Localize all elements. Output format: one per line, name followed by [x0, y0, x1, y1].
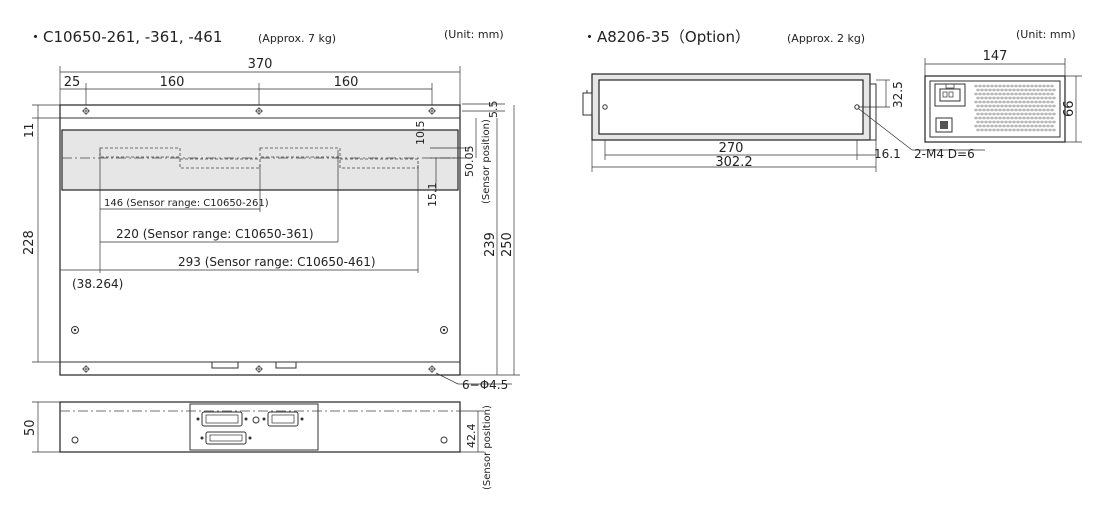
dim-50-05: 50.05 — [463, 146, 476, 178]
dim-11: 11 — [22, 123, 36, 138]
power-switch — [935, 117, 953, 133]
range-261: 146 (Sensor range: C10650-261) — [104, 198, 269, 209]
psu-plug — [582, 92, 593, 116]
psu-front-dims: 147 66 — [924, 49, 1082, 143]
left-dimensions: 11 228 — [22, 104, 60, 363]
right-title: ・A8206-35（Option） — [582, 28, 750, 46]
dim-302-2: 302.2 — [715, 155, 752, 170]
psu-side-view — [582, 73, 877, 141]
left-weight: (Approx. 7 kg) — [258, 32, 336, 45]
mount-holes-bottom — [82, 365, 436, 373]
dim-32-5: 32.5 — [891, 81, 905, 108]
screw-left — [71, 326, 79, 334]
top-view — [59, 104, 461, 376]
holes-callout: 6−Φ4.5 — [435, 372, 512, 392]
dim-66: 66 — [1062, 100, 1077, 117]
dim-side-50: 50 — [23, 419, 38, 436]
sensor-range-dims: 146 (Sensor range: C10650-261) 220 (Sens… — [60, 150, 419, 291]
vent-pattern — [974, 84, 1056, 132]
connector-panel — [189, 403, 319, 451]
side-view — [59, 401, 461, 453]
dim-10-5: 10.5 — [414, 121, 427, 146]
side-sensor-position-label: (Sensor position) — [482, 405, 493, 490]
dim-239: 239 — [483, 232, 498, 257]
dim-370: 370 — [248, 57, 273, 72]
dim-16-1: 16.1 — [874, 147, 901, 161]
mount-holes-top — [82, 107, 436, 115]
range-461: 293 (Sensor range: C10650-461) — [178, 255, 376, 269]
top-dimensions: 370 25 160 160 5.5 — [59, 57, 505, 119]
right-unit: (Unit: mm) — [1016, 28, 1076, 41]
screw-label: 2-M4 D=6 — [914, 147, 975, 161]
dim-42-4: 42.4 — [465, 424, 478, 449]
dim-250: 250 — [500, 232, 515, 257]
range-361: 220 (Sensor range: C10650-361) — [116, 227, 314, 241]
left-title: ・C10650-261, -361, -461 — [28, 28, 222, 46]
dim-160-a: 160 — [160, 75, 185, 90]
psu-front-view — [924, 75, 1066, 143]
dim-228: 228 — [22, 230, 37, 255]
psu-side-dims: 32.5 270 302.2 16.1 2-M4 D=6 — [591, 79, 985, 172]
left-unit: (Unit: mm) — [444, 28, 504, 41]
side-view-dims: 50 42.4 (Sensor position) — [23, 401, 493, 490]
dim-25: 25 — [64, 75, 81, 90]
dim-15-1: 15.1 — [426, 183, 439, 208]
dim-147: 147 — [983, 49, 1008, 64]
right-weight: (Approx. 2 kg) — [787, 32, 865, 45]
dim-5-5: 5.5 — [487, 101, 500, 119]
screw-right — [440, 326, 448, 334]
holes-label: 6−Φ4.5 — [462, 378, 508, 392]
dim-38-264: (38.264) — [72, 277, 123, 291]
sensor-position-label: (Sensor position) — [481, 119, 492, 204]
dim-160-b: 160 — [334, 75, 359, 90]
dim-270: 270 — [719, 141, 744, 156]
right-dimensions: 239 250 50.05 (Sensor position) 10.5 15.… — [414, 105, 520, 376]
